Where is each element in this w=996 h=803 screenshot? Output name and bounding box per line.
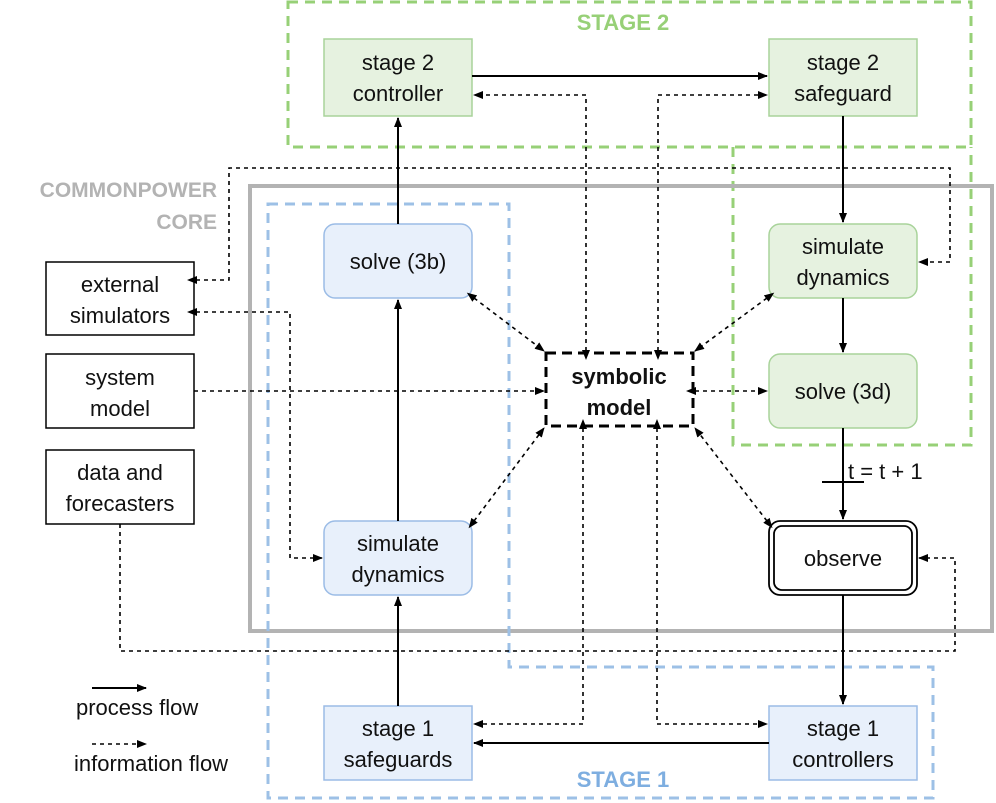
info-simulate-blue-symbolic: [468, 427, 545, 529]
external-simulators-node[interactable]: external simulators: [45, 261, 195, 336]
system-model-line1: system: [85, 365, 155, 390]
data-forecasters-node[interactable]: data and forecasters: [45, 449, 195, 525]
stage1-controllers-line2: controllers: [792, 747, 893, 772]
info-symbolic-s1safeguards: [473, 419, 587, 728]
stage2-controller-line2: controller: [353, 81, 443, 106]
legend-information-flow-label: information flow: [74, 751, 228, 776]
data-forecasters-line2: forecasters: [66, 491, 175, 516]
stage1-controllers-node[interactable]: stage 1 controllers: [768, 705, 918, 781]
info-observe-symbolic: [694, 427, 773, 529]
symbolic-model-node[interactable]: symbolic model: [544, 351, 695, 428]
simulate-dynamics-green-node[interactable]: simulate dynamics: [768, 223, 918, 299]
stage1-controllers-line1: stage 1: [807, 716, 879, 741]
info-external-simulate-green: [187, 167, 951, 284]
solve-3b-label: solve (3b): [350, 249, 447, 274]
system-model-line2: model: [90, 396, 150, 421]
info-simulate-green-symbolic: [694, 292, 775, 352]
simulate-dynamics-blue-line2: dynamics: [352, 562, 445, 587]
stage2-controller-line1: stage 2: [362, 50, 434, 75]
stage1-safeguards-node[interactable]: stage 1 safeguards: [323, 705, 473, 781]
simulate-dynamics-green-line2: dynamics: [797, 265, 890, 290]
info-symbolic-s2controller: [473, 91, 590, 360]
simulate-dynamics-green-line1: simulate: [802, 234, 884, 259]
stage2-controller-node[interactable]: stage 2 controller: [323, 38, 473, 117]
stage2-safeguard-line2: safeguard: [794, 81, 892, 106]
stage1-safeguards-line1: stage 1: [362, 716, 434, 741]
external-simulators-line2: simulators: [70, 303, 170, 328]
stage2-label: STAGE 2: [577, 10, 670, 35]
observe-node[interactable]: observe: [768, 520, 918, 596]
stage2-safeguard-node[interactable]: stage 2 safeguard: [768, 38, 918, 117]
stage2-region: [286, 0, 973, 149]
stage1-label: STAGE 1: [577, 767, 670, 792]
solve-3d-node[interactable]: solve (3d): [768, 353, 918, 429]
info-external-simulate-blue: [187, 308, 323, 562]
info-forecasters-observe: [119, 524, 956, 652]
stage2-safeguard-line1: stage 2: [807, 50, 879, 75]
legend-process-flow-label: process flow: [76, 695, 198, 720]
stage2-region-lower: [731, 147, 973, 447]
simulate-dynamics-blue-line1: simulate: [357, 531, 439, 556]
solve-3d-label: solve (3d): [795, 379, 892, 404]
info-symbolic-s2safeguard: [654, 91, 768, 360]
symbolic-model-line1: symbolic: [571, 364, 666, 389]
symbolic-model-line2: model: [587, 395, 652, 420]
info-solve3b-symbolic: [466, 292, 545, 352]
system-model-node[interactable]: system model: [45, 353, 195, 429]
observe-label: observe: [804, 546, 882, 571]
core-label-line1: COMMONPOWER: [40, 179, 217, 202]
core-label-line2: CORE: [156, 211, 217, 234]
stage1-safeguards-line2: safeguards: [344, 747, 453, 772]
solve-3b-node[interactable]: solve (3b): [323, 223, 473, 299]
external-simulators-line1: external: [81, 272, 159, 297]
data-forecasters-line1: data and: [77, 460, 163, 485]
info-symbolic-s1controllers: [653, 419, 768, 728]
simulate-dynamics-blue-node[interactable]: simulate dynamics: [323, 520, 473, 596]
time-step-label: t = t + 1: [848, 459, 923, 484]
legend: process flow information flow: [74, 684, 228, 776]
